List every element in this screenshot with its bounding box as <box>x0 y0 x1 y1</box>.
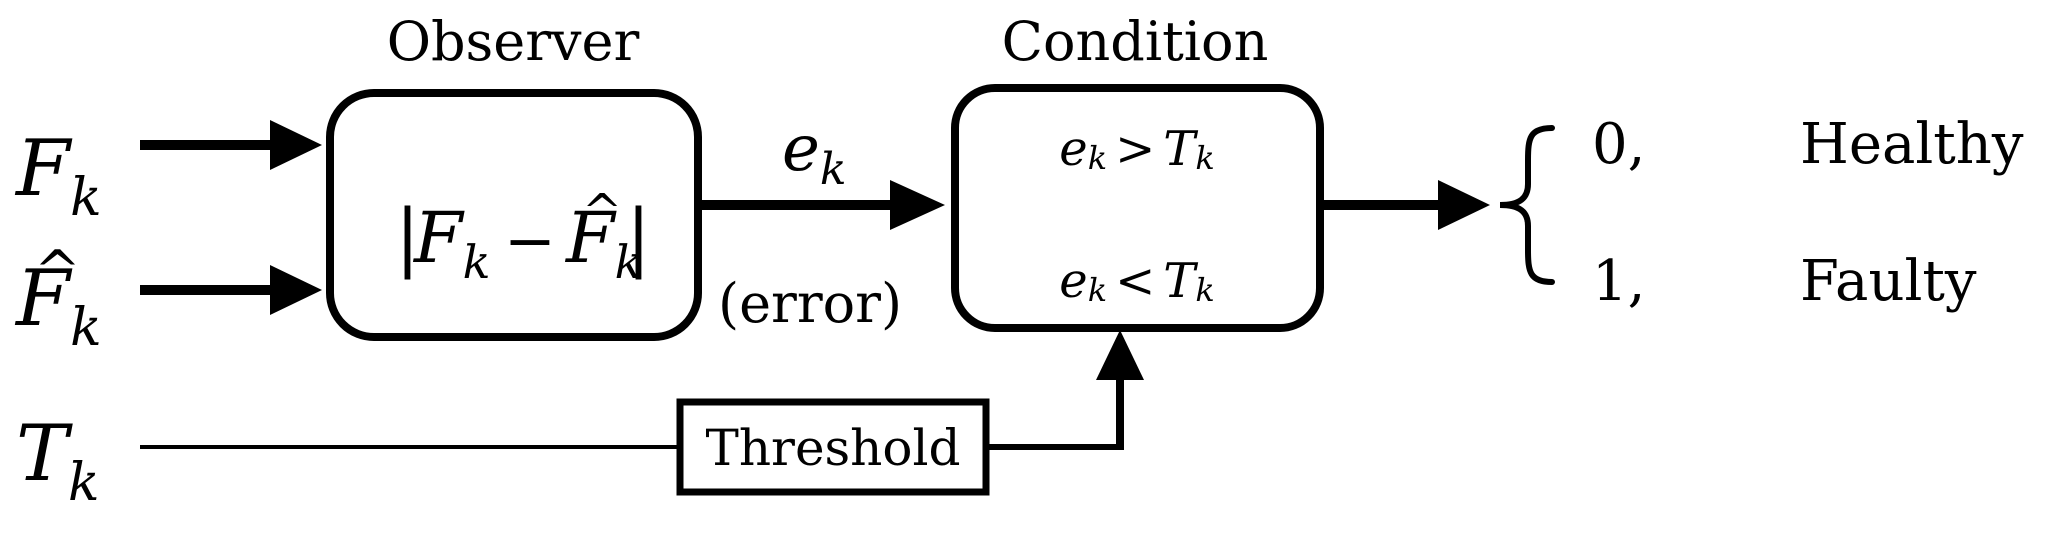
condition-rule-low: ek<Tk <box>1059 253 1214 309</box>
svg-text:Fk: Fk <box>14 124 102 228</box>
input-estimated-accent: ^ <box>34 239 81 304</box>
input-measured-base: F <box>14 124 73 214</box>
observer-bar-right: | <box>626 194 651 280</box>
threshold-arrowhead <box>1096 330 1144 380</box>
observer-title: Observer <box>387 10 640 73</box>
observer-term-a: F <box>412 197 465 279</box>
error-signal-label: (error) <box>718 272 902 335</box>
condition-rule-high: ek>Tk <box>1059 121 1214 177</box>
observer-formula: | Fk − ^ Fk | <box>395 184 651 289</box>
svg-text:Tk: Tk <box>16 409 100 513</box>
output-case-healthy-value: 0, <box>1592 112 1645 177</box>
input-arrow-measured <box>140 120 322 170</box>
observer-bar-left: | <box>395 194 420 280</box>
output-case-faulty-value: 1, <box>1592 249 1645 314</box>
output-arrow <box>1324 180 1490 230</box>
input-threshold-base: T <box>16 409 73 499</box>
observer-box <box>326 89 702 341</box>
input-threshold-label: Tk <box>16 409 100 513</box>
error-arrow <box>702 180 945 230</box>
input-measured-label: Fk <box>14 124 102 228</box>
threshold-box <box>676 398 990 496</box>
input-measured-sub: k <box>70 168 102 228</box>
input-threshold-sub: k <box>68 453 100 513</box>
observer-term-b: F <box>564 197 617 279</box>
output-case-healthy-state: Healthy <box>1800 112 2024 177</box>
input-arrow-estimated <box>140 265 322 315</box>
input-estimated-label: ^ Fk <box>14 239 102 358</box>
output-case-faulty-state: Faulty <box>1800 249 1977 314</box>
threshold-line <box>140 330 1144 450</box>
observer-operator: − <box>504 204 556 277</box>
error-signal-name: ek <box>782 112 847 195</box>
observer-term-b-accent: ^ <box>582 184 622 240</box>
svg-text:Fk: Fk <box>14 254 102 358</box>
svg-text:Fk: Fk <box>564 197 642 289</box>
input-estimated-base: F <box>14 254 73 344</box>
condition-box <box>951 84 1324 332</box>
threshold-label: Threshold <box>705 419 960 477</box>
condition-title: Condition <box>1002 10 1269 73</box>
observer-term-b-sub: k <box>615 235 643 289</box>
observer-term-a-sub: k <box>463 235 491 289</box>
output-brace <box>1499 125 1555 285</box>
input-estimated-sub: k <box>70 298 102 358</box>
svg-text:Fk: Fk <box>412 197 490 289</box>
